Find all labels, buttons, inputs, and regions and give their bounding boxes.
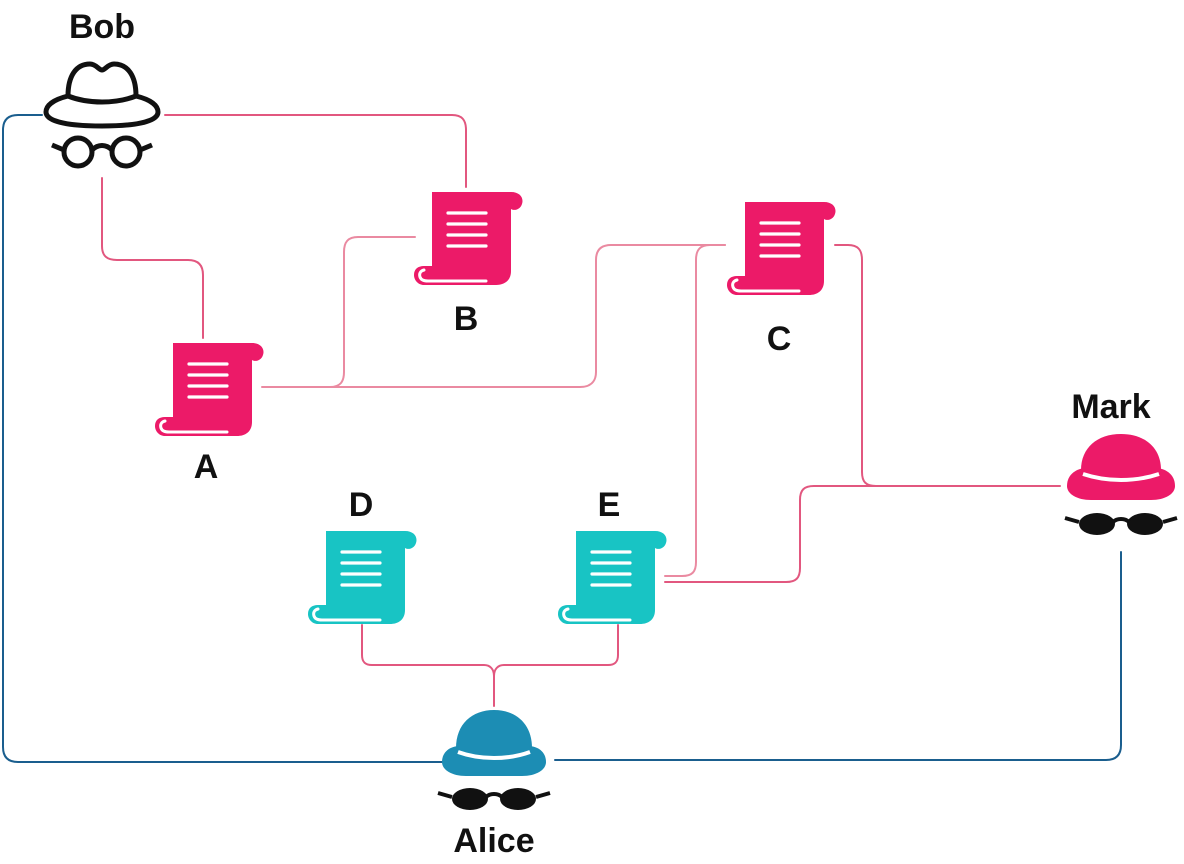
incognito-filled-icon: [1064, 434, 1178, 535]
connection-e-mark: [664, 485, 881, 583]
document-a-label: A: [194, 448, 219, 486]
connection-alice-d: [361, 624, 495, 707]
connection-a-c: [299, 244, 726, 388]
connection-a-b: [261, 236, 416, 388]
connection-alice-e: [493, 624, 619, 677]
connection-bob-a: [101, 177, 204, 339]
connection-alice-bob: [2, 114, 443, 763]
bob-node: Bob: [43, 8, 161, 169]
scroll-icon: [558, 529, 668, 626]
connection-lines: [2, 114, 1122, 763]
alice-node: Alice: [437, 710, 551, 860]
document-d-label: D: [349, 486, 374, 524]
scroll-icon: [155, 341, 265, 438]
scroll-icon: [308, 529, 418, 626]
incognito-filled-icon: [437, 710, 551, 810]
document-b: B: [414, 190, 524, 338]
document-c-label: C: [767, 320, 792, 358]
connection-alice-mark: [554, 551, 1122, 761]
connection-c-e: [664, 244, 726, 577]
scroll-icon: [414, 190, 524, 287]
bob-label: Bob: [69, 8, 135, 46]
document-c: C: [727, 200, 837, 358]
alice-label: Alice: [453, 822, 534, 860]
document-d: D: [308, 486, 418, 626]
incognito-outline-icon: [43, 61, 161, 169]
scroll-icon: [727, 200, 837, 297]
mark-node: Mark: [1064, 388, 1178, 535]
connection-c-mark: [834, 244, 1061, 487]
connection-bob-b: [164, 114, 467, 188]
document-a: A: [155, 341, 265, 486]
document-e: E: [558, 486, 668, 626]
document-e-label: E: [598, 486, 621, 524]
mark-label: Mark: [1071, 388, 1150, 426]
document-b-label: B: [454, 300, 479, 338]
